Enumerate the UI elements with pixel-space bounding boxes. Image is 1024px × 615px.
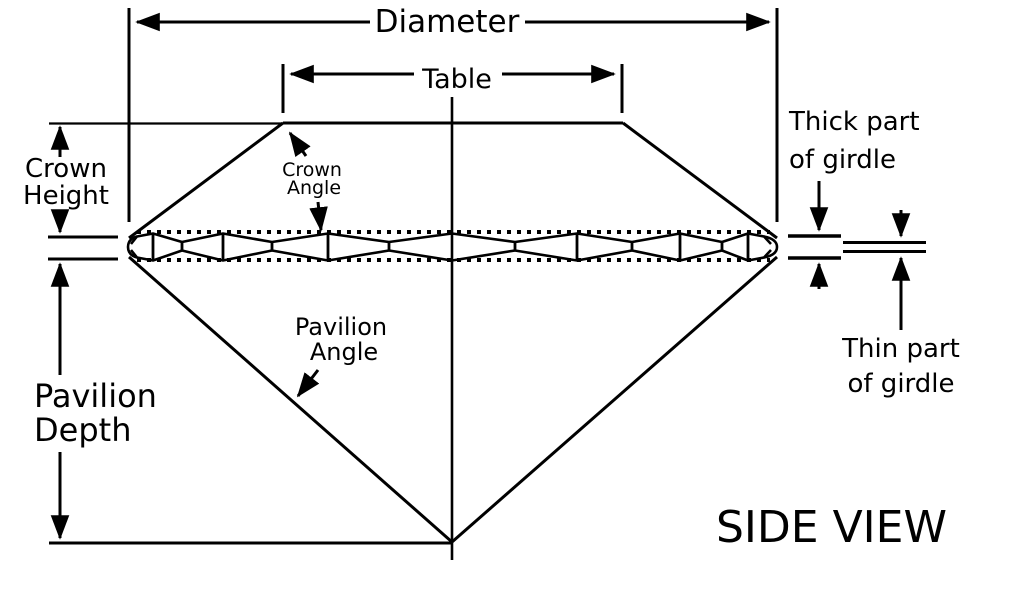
crown-angle-label-line1: Crown (282, 159, 342, 181)
thin-girdle-measure (843, 210, 926, 330)
pavilion-angle-label-line2: Angle (310, 338, 378, 366)
pavilion-depth-label-line2: Depth (34, 411, 131, 449)
girdle-facet-verticals-tall (151, 233, 750, 261)
crown-angle-arrow-upper (288, 131, 311, 158)
girdle-right-end-cap (763, 235, 779, 259)
crown-facet-right (622, 121, 778, 240)
thick-girdle-measure (788, 181, 841, 289)
crown-height-label-line2: Height (23, 181, 109, 211)
pavilion-angle-arrow (296, 369, 320, 398)
diameter-label: Diameter (375, 4, 520, 40)
crown-angle-callout (288, 131, 328, 232)
pavilion-angle-label-line1: Pavilion (295, 313, 387, 341)
thick-girdle-label-line1: Thick part (788, 107, 920, 137)
view-title: SIDE VIEW (716, 502, 947, 553)
crown-height-measure (48, 122, 283, 261)
crown-height-label-line1: Crown (25, 154, 107, 184)
pavilion-facet-right (451, 255, 778, 544)
thin-girdle-label-line1: Thin part (841, 334, 960, 364)
table-label: Table (421, 64, 492, 95)
thin-girdle-label-line2: of girdle (847, 369, 954, 399)
crown-facet-left (128, 121, 284, 240)
thick-girdle-label-line2: of girdle (789, 145, 896, 175)
diameter-measure (127, 8, 779, 222)
pavilion-depth-measure (49, 262, 452, 545)
crown-angle-arrow-lower (309, 201, 328, 232)
table-measure (281, 64, 624, 113)
girdle-band (126, 230, 779, 262)
girdle-bottom-zigzag (129, 249, 772, 262)
girdle-facet-verticals-short (180, 242, 724, 251)
girdle-top-zigzag (129, 232, 772, 245)
pavilion-depth-label-line1: Pavilion (34, 377, 157, 415)
pavilion-facet-left (128, 255, 453, 544)
diamond-outline (128, 97, 778, 560)
crown-angle-label-line2: Angle (287, 177, 341, 199)
girdle-left-end-cap (126, 235, 138, 259)
